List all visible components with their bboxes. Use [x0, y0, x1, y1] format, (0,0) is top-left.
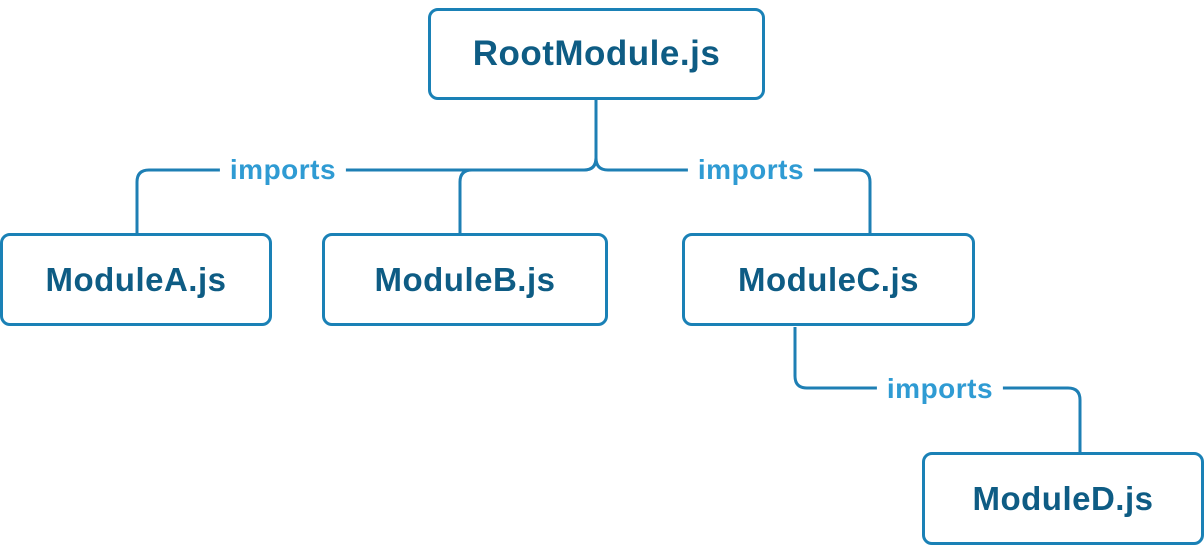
node-moduleb: ModuleB.js: [322, 233, 608, 326]
node-modulea: ModuleA.js: [0, 233, 272, 326]
node-rootmodule: RootModule.js: [428, 8, 765, 100]
edge-root-to-moduleB: [458, 100, 598, 233]
node-moduled: ModuleD.js: [922, 452, 1204, 545]
edge-label-imports-left: imports: [219, 154, 347, 186]
edge-label-imports-bottom: imports: [876, 373, 1004, 405]
node-modulec: ModuleC.js: [682, 233, 975, 326]
edge-label-imports-right: imports: [687, 154, 815, 186]
edge-root-to-moduleA: [135, 100, 598, 233]
